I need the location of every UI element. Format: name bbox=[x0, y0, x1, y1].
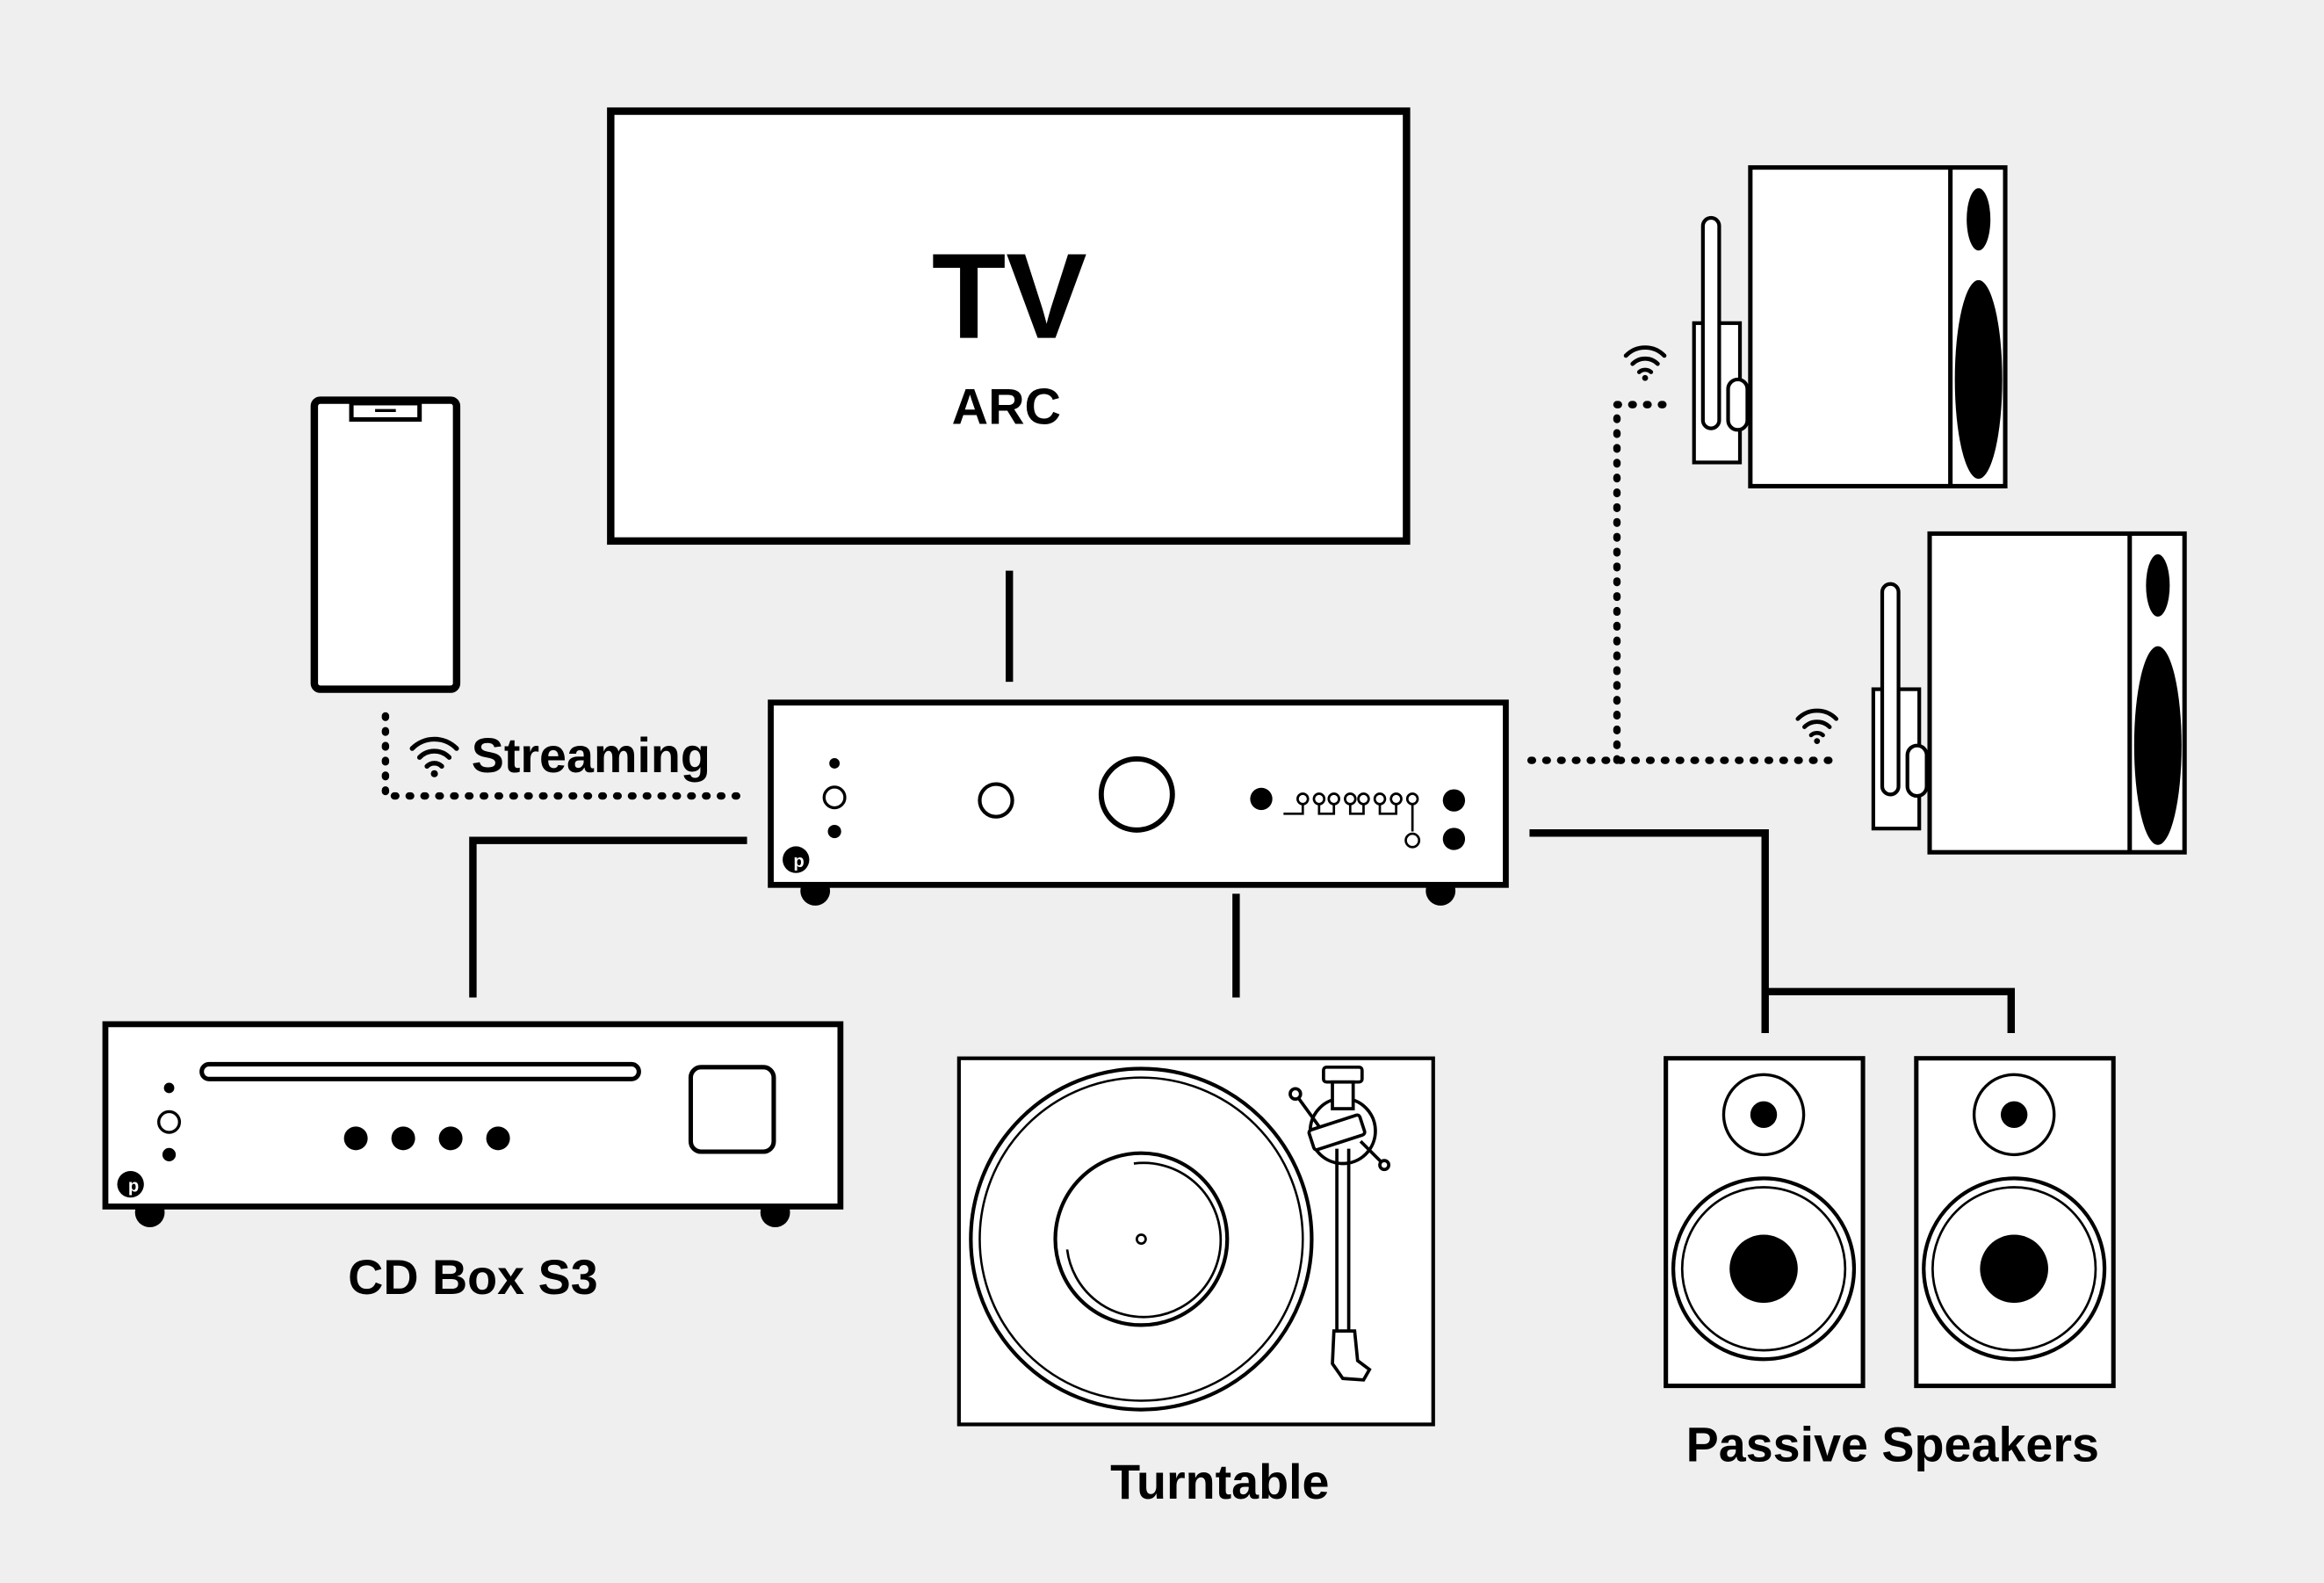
connections bbox=[381, 401, 2016, 1034]
amp-button-left bbox=[1250, 787, 1273, 811]
amp-led bbox=[829, 758, 841, 769]
power-icon bbox=[822, 785, 847, 810]
woofer bbox=[2133, 646, 2182, 845]
turntable-platter-rim bbox=[978, 1076, 1304, 1402]
amp-button-right-top bbox=[1442, 789, 1466, 812]
tv-arc-label: ARC bbox=[952, 379, 1061, 436]
receiver-antenna bbox=[1880, 582, 1901, 797]
headphone-jack bbox=[978, 782, 1014, 819]
spindle bbox=[1135, 1233, 1147, 1245]
passive-speakers-label: Passive Speakers bbox=[1686, 1418, 2099, 1472]
amplifier: p bbox=[768, 699, 1509, 906]
brand-logo-icon: p bbox=[783, 846, 810, 873]
woofer-dustcap bbox=[1980, 1234, 2048, 1304]
input-selector-leds bbox=[1283, 792, 1421, 849]
wifi-icon bbox=[1623, 345, 1667, 381]
passive-speaker-right bbox=[1914, 1056, 2116, 1389]
tweeter bbox=[2146, 554, 2170, 617]
wifi-icon bbox=[409, 736, 459, 777]
phone-body bbox=[310, 396, 461, 693]
wireless-speaker-bottom bbox=[1795, 531, 2187, 855]
wireless-speaker-link-top bbox=[1613, 401, 1676, 764]
tonearm bbox=[1288, 1065, 1391, 1382]
receiver-connector bbox=[1905, 743, 1929, 799]
turntable: Turntable bbox=[956, 1056, 1435, 1509]
woofer-surround bbox=[1680, 1186, 1847, 1352]
tv-title: TV bbox=[932, 229, 1087, 365]
woofer bbox=[1954, 279, 2003, 479]
amp-button-right-bottom bbox=[1442, 828, 1466, 850]
speaker-cable-right bbox=[1765, 987, 2016, 1034]
wifi-icon bbox=[1795, 708, 1839, 745]
record-label-inner bbox=[1065, 1161, 1223, 1319]
volume-knob bbox=[1098, 755, 1175, 833]
tonearm-counterweight bbox=[1322, 1065, 1364, 1084]
tonearm-headshell-rest bbox=[1307, 1113, 1367, 1152]
smartphone bbox=[310, 396, 461, 693]
tv-screen bbox=[607, 107, 1411, 546]
cd-label: CD Box S3 bbox=[348, 1250, 598, 1305]
tweeter-dome bbox=[2000, 1101, 2028, 1129]
receiver-connector bbox=[1726, 377, 1750, 432]
cd-ir-sensor bbox=[162, 1147, 177, 1161]
speaker-cable bbox=[1529, 829, 1769, 1034]
svg-text:p: p bbox=[128, 1177, 139, 1196]
power-icon bbox=[157, 1110, 182, 1134]
cd-led bbox=[163, 1082, 175, 1094]
turntable-label: Turntable bbox=[1110, 1455, 1329, 1509]
streaming-label-group: Streaming bbox=[409, 728, 711, 783]
amp-ir-sensor bbox=[827, 824, 841, 839]
cd-button-3 bbox=[438, 1126, 463, 1151]
svg-text:p: p bbox=[793, 852, 804, 871]
receiver-antenna bbox=[1700, 215, 1721, 430]
cd-button-4 bbox=[486, 1126, 510, 1151]
passive-speaker-left bbox=[1664, 1056, 1866, 1389]
cd-disc-slot bbox=[199, 1061, 641, 1081]
cd-cable bbox=[469, 836, 747, 998]
tweeter-dome bbox=[1750, 1101, 1778, 1129]
streaming-label: Streaming bbox=[472, 728, 711, 783]
streaming-wireless-link bbox=[381, 712, 750, 800]
cd-player: p CD Box S3 bbox=[102, 1021, 844, 1305]
tv: TV ARC bbox=[607, 107, 1411, 546]
woofer-dustcap bbox=[1729, 1234, 1798, 1304]
wireless-speaker-top bbox=[1623, 165, 2008, 488]
tonearm-headshell bbox=[1331, 1329, 1372, 1382]
brand-logo-icon: p bbox=[117, 1170, 144, 1198]
woofer-surround bbox=[1931, 1186, 2097, 1352]
tweeter bbox=[1967, 188, 1991, 251]
cd-display bbox=[688, 1065, 776, 1154]
cd-button-1 bbox=[343, 1126, 368, 1151]
cd-button-2 bbox=[391, 1126, 415, 1151]
